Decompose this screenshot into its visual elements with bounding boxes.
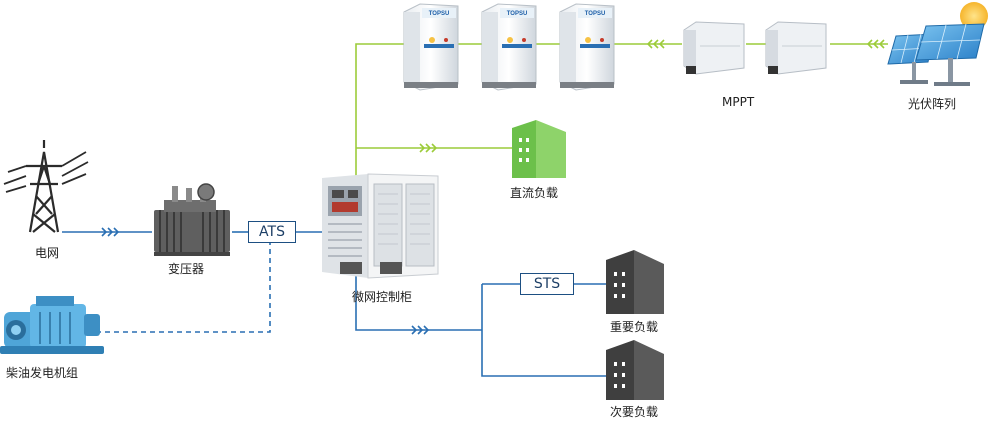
power-tower-icon: [3, 140, 89, 233]
building-icon: [512, 120, 566, 178]
grid-label: 电网: [35, 246, 60, 260]
microgrid-cabinet-label: 微网控制柜: [352, 290, 413, 304]
mppt-inverter-icon: [683, 21, 827, 75]
cabinet-brand: TOPSU: [507, 11, 528, 17]
cabinet-brand: TOPSU: [429, 11, 450, 17]
pv-array-label: 光伏阵列: [908, 97, 957, 111]
dc-load-label: 直流负载: [510, 186, 559, 200]
building-icon: [606, 250, 664, 314]
diesel-generator-icon: [0, 296, 104, 354]
sts-switch: STS: [520, 273, 574, 295]
cabinet-brand: TOPSU: [585, 11, 606, 17]
diesel-generator-label: 柴油发电机组: [6, 366, 79, 380]
building-icon: [606, 340, 664, 400]
ats-switch: ATS: [248, 221, 296, 243]
transformer-icon: [154, 183, 230, 256]
dc-bus-lines: [355, 43, 888, 176]
flow-arrow-icon: [101, 227, 430, 335]
solar-array-icon: [887, 2, 988, 86]
microgrid-cabinet-icon: [322, 173, 439, 279]
critical-load-label: 重要负载: [610, 320, 659, 334]
flow-arrow-icon: [419, 39, 885, 153]
mppt-label: MPPT: [722, 95, 755, 109]
secondary-load-label: 次要负载: [610, 405, 659, 419]
transformer-label: 变压器: [168, 262, 205, 276]
battery-cabinet-icon: TOPSU TOPSU TOPSU: [403, 3, 615, 91]
